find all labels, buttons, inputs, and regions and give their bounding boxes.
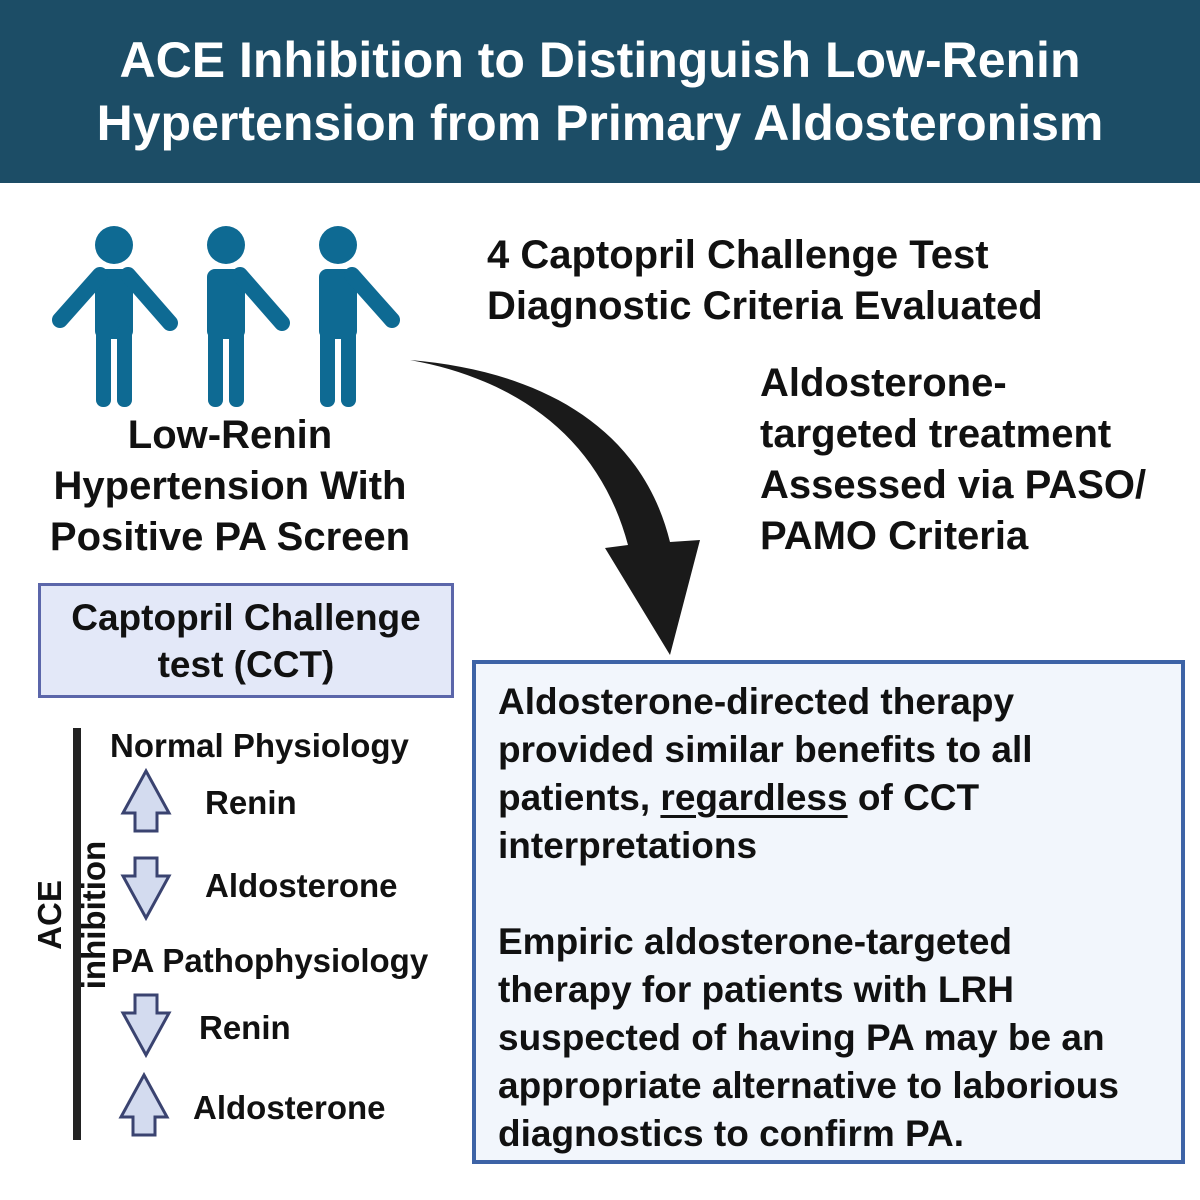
- people-holding-hands-icon: [52, 226, 400, 407]
- title-banner: ACE Inhibition to Distinguish Low-Renin …: [0, 0, 1200, 183]
- pa-pathophysiology-title: PA Pathophysiology: [111, 942, 429, 979]
- results-line: diagnostics to confirm PA.: [498, 1113, 964, 1154]
- results-box: Aldosterone-directed therapy provided si…: [472, 660, 1185, 1164]
- results-line: interpretations: [498, 825, 758, 866]
- normal-aldosterone-label: Aldosterone: [205, 867, 398, 904]
- treatment-label: Aldosterone- targeted treatment Assessed…: [760, 358, 1146, 562]
- pa-aldosterone-label: Aldosterone: [193, 1089, 386, 1126]
- cct-line: Captopril Challenge: [71, 596, 421, 638]
- normal-renin-label: Renin: [205, 784, 297, 821]
- treatment-line: Assessed via PASO/: [760, 463, 1147, 507]
- arrow-down-icon: [120, 993, 172, 1058]
- population-label: Low-Renin Hypertension With Positive PA …: [20, 410, 440, 563]
- criteria-line: 4 Captopril Challenge Test: [487, 233, 989, 277]
- emphasis-regardless: regardless: [660, 777, 848, 818]
- cct-line: test (CCT): [157, 643, 335, 685]
- cct-box: Captopril Challenge test (CCT): [38, 583, 454, 698]
- curved-arrow-icon: [410, 360, 700, 655]
- results-text: patients,: [498, 777, 661, 818]
- criteria-line: Diagnostic Criteria Evaluated: [487, 284, 1043, 328]
- results-text: of CCT: [847, 777, 980, 818]
- population-line: Low-Renin: [127, 413, 333, 457]
- results-line: therapy for patients with LRH: [498, 969, 1014, 1010]
- results-line: Aldosterone-directed therapy: [498, 681, 1015, 722]
- criteria-label: 4 Captopril Challenge Test Diagnostic Cr…: [487, 230, 1043, 332]
- arrow-up-icon: [120, 768, 172, 833]
- title-line-2: Hypertension from Primary Aldosteronism: [96, 94, 1104, 151]
- ace-inhibition-label: ACE inhibition: [31, 840, 112, 990]
- results-paragraph-1: Aldosterone-directed therapy provided si…: [476, 678, 1181, 870]
- population-line: Hypertension With: [53, 464, 407, 508]
- arrow-up-icon: [118, 1072, 170, 1137]
- title-line-1: ACE Inhibition to Distinguish Low-Renin: [119, 31, 1081, 88]
- results-line: appropriate alternative to laborious: [498, 1065, 1119, 1106]
- arrow-down-icon: [120, 856, 172, 921]
- results-line: provided similar benefits to all: [498, 729, 1033, 770]
- treatment-line: PAMO Criteria: [760, 514, 1029, 558]
- pa-renin-label: Renin: [199, 1009, 291, 1046]
- normal-physiology-title: Normal Physiology: [110, 727, 409, 764]
- treatment-line: Aldosterone-: [760, 361, 1007, 405]
- results-line: suspected of having PA may be an: [498, 1017, 1105, 1058]
- results-line: patients, regardless of CCT: [498, 774, 1181, 822]
- results-paragraph-2: Empiric aldosterone-targeted therapy for…: [476, 918, 1181, 1158]
- ace-inhibition-bar: [73, 728, 81, 1140]
- results-line: Empiric aldosterone-targeted: [498, 921, 1013, 962]
- population-line: Positive PA Screen: [49, 515, 411, 559]
- treatment-line: targeted treatment: [760, 412, 1112, 456]
